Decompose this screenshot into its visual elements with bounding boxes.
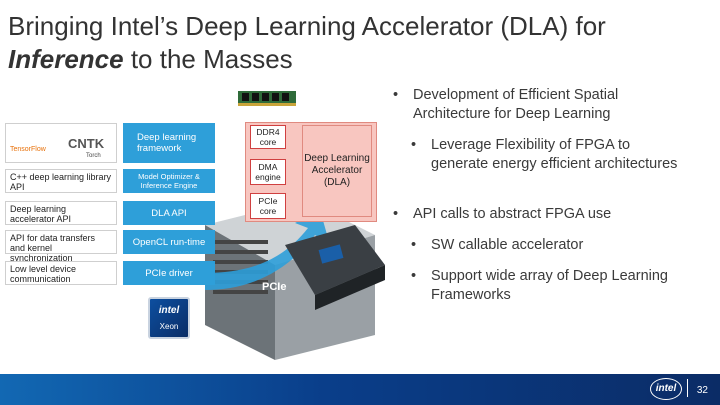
title-rest: to the Masses	[124, 44, 293, 74]
memory-module-image	[238, 87, 298, 107]
footer-bar	[0, 374, 720, 405]
bullet-text: Support wide array of Deep Learning Fram…	[431, 268, 668, 303]
page-number: 32	[697, 385, 708, 396]
model-optimizer-box: Model Optimizer & Inference Engine	[123, 169, 215, 193]
title-emphasis: Inference	[8, 44, 124, 74]
layer-accel-api: Deep learning accelerator API	[5, 201, 117, 225]
model-optimizer-label: Model Optimizer & Inference Engine	[123, 172, 215, 190]
torch-logo: Torch	[86, 153, 101, 159]
dla-api-label: DLA API	[151, 208, 186, 219]
bullet-dot: •	[411, 267, 416, 286]
intel-badge-logo: intel	[150, 305, 188, 316]
bullet-text: Development of Efficient Spatial Archite…	[413, 87, 618, 122]
xeon-badge: intel Xeon	[148, 297, 190, 339]
frameworks-logos: TensorFlow CNTK Torch	[5, 123, 117, 163]
ddr4-core: DDR4 core	[250, 125, 286, 149]
fpga-card-image	[285, 225, 385, 315]
intel-logo: intel	[650, 378, 682, 400]
slide-title: Bringing Intel’s Deep Learning Accelerat…	[8, 10, 606, 76]
bullet-dot: •	[411, 236, 416, 255]
bullet-text: SW callable accelerator	[431, 237, 583, 253]
bullet-dot: •	[411, 136, 416, 155]
xeon-badge-label: Xeon	[150, 322, 188, 331]
tensorflow-logo: TensorFlow	[10, 146, 46, 153]
bullet-2: • Leverage Flexibility of FPGA to genera…	[431, 136, 681, 174]
layer-device-comm: Low level device communication	[5, 261, 117, 285]
opencl-runtime-box: OpenCL run-time	[123, 230, 215, 254]
dla-api-box: DLA API	[123, 201, 215, 225]
framework-label: Deep learning framework	[137, 132, 215, 154]
bullet-text: API calls to abstract FPGA use	[413, 206, 611, 222]
dla-stack-diagram: PCIe TensorFlow CNTK Torch Deep learning…	[0, 85, 385, 375]
title-line-1: Bringing Intel’s Deep Learning Accelerat…	[8, 10, 606, 43]
pcie-driver-box: PCIe driver	[123, 261, 215, 285]
opencl-runtime-label: OpenCL run-time	[133, 237, 206, 248]
pcie-core-label: PCIe core	[251, 196, 285, 216]
bullet-1: • Development of Efficient Spatial Archi…	[413, 86, 683, 124]
layer-cpp-api-label: C++ deep learning library API	[10, 172, 111, 192]
pcie-driver-label: PCIe driver	[145, 268, 193, 279]
cntk-logo: CNTK	[68, 136, 104, 151]
bullet-dot: •	[393, 205, 398, 224]
title-line-2: Inference to the Masses	[8, 43, 606, 76]
bullet-5: • Support wide array of Deep Learning Fr…	[431, 267, 701, 305]
dma-engine: DMA engine	[250, 159, 286, 185]
dma-engine-label: DMA engine	[251, 162, 285, 182]
pcie-arrow-label: PCIe	[262, 281, 286, 293]
dla-block-label: Deep Learning Accelerator (DLA)	[303, 153, 371, 189]
layer-data-transfer-label: API for data transfers and kernel synchr…	[10, 233, 95, 263]
bullet-3: • API calls to abstract FPGA use	[413, 205, 683, 224]
pcie-core: PCIe core	[250, 193, 286, 219]
footer-divider	[687, 379, 688, 397]
layer-cpp-api: C++ deep learning library API	[5, 169, 117, 193]
framework-box: Deep learning framework	[123, 123, 215, 163]
bullet-dot: •	[393, 86, 398, 105]
layer-data-transfer-api: API for data transfers and kernel synchr…	[5, 230, 117, 254]
bullet-4: • SW callable accelerator	[431, 236, 681, 255]
ddr4-core-label: DDR4 core	[251, 127, 285, 147]
layer-device-comm-label: Low level device communication	[10, 264, 76, 284]
dla-block: Deep Learning Accelerator (DLA)	[302, 125, 372, 217]
layer-accel-api-label: Deep learning accelerator API	[10, 204, 71, 224]
bullet-text: Leverage Flexibility of FPGA to generate…	[431, 137, 677, 172]
